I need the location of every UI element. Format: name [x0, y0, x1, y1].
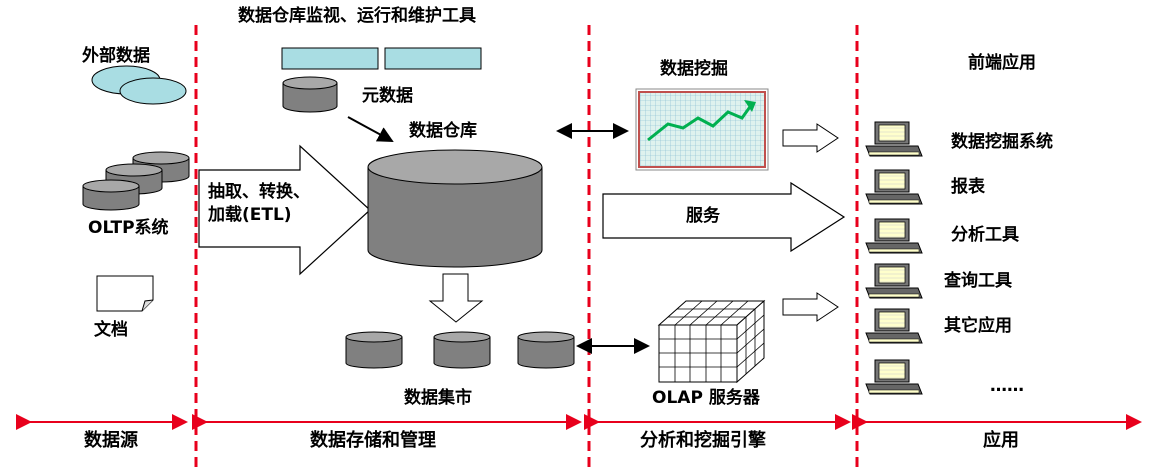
document-icon	[96, 275, 154, 312]
computer-icon-3	[865, 218, 923, 254]
apps-title: 前端应用	[968, 53, 1036, 73]
top-title: 数据仓库监视、运行和维护工具	[238, 6, 476, 26]
olap-cube-icon	[657, 299, 766, 384]
apps-section-label: 应用	[983, 430, 1019, 451]
storage-section-label: 数据存储和管理	[310, 430, 436, 451]
app-item-report: 报表	[951, 177, 985, 197]
app-item-more: ……	[990, 376, 1024, 396]
etl-label-line2: 加载(ETL)	[208, 205, 292, 225]
external-data-icon	[91, 65, 187, 105]
computer-icon-1	[865, 121, 923, 157]
olap-to-apps-arrow	[782, 292, 839, 322]
metadata-arrow	[347, 116, 394, 142]
data-mining-chart-icon	[635, 88, 769, 171]
analysis-section-label: 分析和挖掘引擎	[640, 430, 766, 451]
etl-arrow	[198, 144, 371, 276]
data-mart-icons	[345, 331, 575, 369]
warehouse-cylinder-icon	[367, 149, 543, 268]
metadata-cylinder-icon	[282, 76, 338, 113]
mining-to-apps-arrow	[782, 123, 839, 153]
data-mart-label: 数据集市	[404, 388, 472, 408]
oltp-label: OLTP系统	[88, 218, 169, 238]
app-item-mining: 数据挖掘系统	[951, 132, 1053, 152]
app-item-query: 查询工具	[944, 271, 1012, 291]
external-data-label: 外部数据	[82, 46, 150, 66]
service-arrow	[602, 181, 846, 253]
computer-icon-2	[865, 169, 923, 205]
etl-label-line1: 抽取、转换、	[208, 182, 310, 202]
section-dividers	[194, 25, 859, 473]
metadata-bars	[281, 47, 482, 70]
app-item-analysis: 分析工具	[951, 225, 1019, 245]
computer-icon-5	[865, 308, 923, 344]
computer-icon-6	[865, 359, 923, 395]
olap-server-label: OLAP 服务器	[652, 388, 760, 408]
computer-icon-4	[865, 263, 923, 299]
app-item-other: 其它应用	[944, 316, 1012, 336]
source-section-label: 数据源	[84, 430, 138, 451]
warehouse-to-mart-arrow	[428, 273, 484, 323]
oltp-database-icon	[82, 151, 190, 211]
documents-label: 文档	[94, 320, 128, 340]
service-label: 服务	[686, 206, 720, 226]
metadata-label: 元数据	[362, 86, 413, 106]
data-mining-label: 数据挖掘	[660, 59, 728, 79]
warehouse-label: 数据仓库	[409, 121, 477, 141]
